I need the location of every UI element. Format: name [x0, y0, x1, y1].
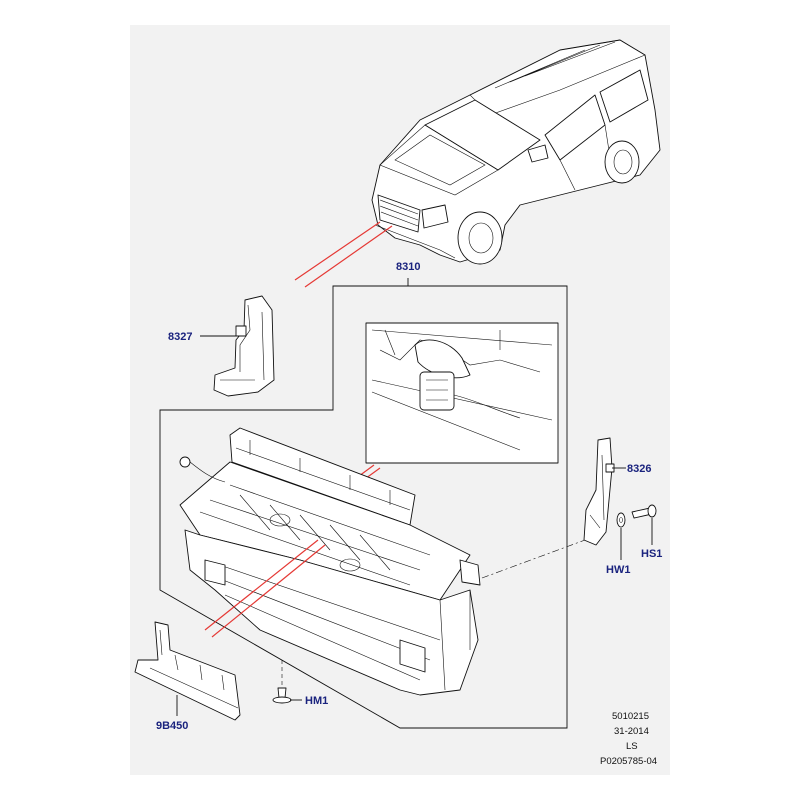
pointer-line: [304, 225, 393, 288]
vehicle-illustration: [371, 39, 661, 265]
callout-8310: 8310: [396, 261, 420, 273]
callout-8327: 8327: [168, 331, 192, 343]
callout-hm1: HM1: [305, 695, 328, 707]
callout-hs1: HS1: [641, 548, 662, 560]
left-bracket-8327: [213, 295, 275, 397]
assembly-outline: [159, 285, 568, 729]
assembly-centerline: [481, 539, 586, 579]
screw-hs1: [631, 504, 657, 519]
reference-drawing-id: P0205785-04: [600, 756, 657, 767]
right-bracket-8326: [583, 437, 615, 546]
lower-bracket-9b450: [134, 621, 241, 721]
callout-8326: 8326: [627, 463, 651, 475]
pointer-line: [294, 221, 381, 281]
reference-date: 31-2014: [614, 726, 649, 737]
pointer-line: [204, 539, 319, 631]
reference-number: 5010215: [612, 711, 649, 722]
reference-block: 5010215 31-2014 LS P0205785-04: [600, 711, 657, 767]
washer-hw1: [616, 512, 626, 528]
pointer-line: [211, 544, 326, 638]
reference-code: LS: [626, 741, 638, 752]
air-deflector-panel: [179, 427, 481, 696]
detail-inset: [365, 322, 559, 464]
clip-hm1: [272, 660, 292, 704]
callout-9b450: 9B450: [156, 720, 188, 732]
callout-hw1: HW1: [606, 564, 630, 576]
